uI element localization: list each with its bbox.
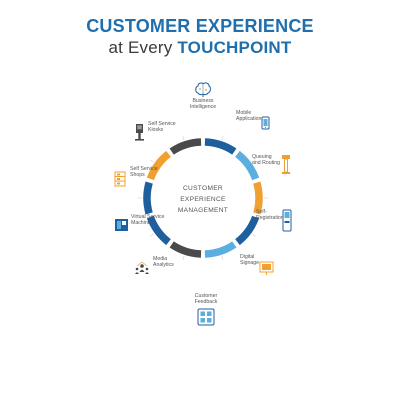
label-queuing-and-routing-2: and Routing bbox=[252, 160, 280, 166]
label-virtual-service-machines-2: Machines bbox=[131, 220, 154, 226]
digital-signage-icon bbox=[259, 261, 274, 275]
segment-customer-feedback bbox=[169, 241, 202, 258]
label-self-service-shops-1: Self Service bbox=[130, 166, 158, 172]
label-self-service-kiosks-2: Kiosks bbox=[148, 127, 164, 133]
title-line-1: CUSTOMER EXPERIENCE bbox=[86, 16, 314, 36]
label-mobile-application-2: Application bbox=[236, 116, 261, 122]
touchpoint-mobile-application: Mobile Application bbox=[236, 110, 270, 130]
label-virtual-service-machines-1: Virtual Service bbox=[131, 214, 164, 220]
segment-mobile-application bbox=[235, 150, 260, 181]
brain-icon bbox=[195, 82, 211, 97]
connector-tick bbox=[252, 159, 256, 163]
touchpoint-ring bbox=[138, 136, 268, 260]
label-customer-feedback-2: Feedback bbox=[195, 299, 218, 305]
connector-tick bbox=[182, 255, 185, 260]
label-self-service-shops-2: Shops bbox=[130, 172, 145, 178]
touchpoint-customer-feedback: Customer Feedback bbox=[195, 293, 218, 326]
center-label-line-3: MANAGEMENT bbox=[178, 207, 228, 214]
label-self-service-kiosks-1: Self Service bbox=[148, 121, 176, 127]
touchpoint-media-analytics: Media Analytics bbox=[135, 256, 174, 274]
touchpoint-queuing-and-routing: Queuing and Routing bbox=[252, 154, 290, 174]
registration-kiosk-icon bbox=[282, 209, 292, 232]
service-shop-icon bbox=[114, 171, 126, 187]
segment-self-service-shops bbox=[146, 150, 171, 181]
segment-business-intelligence bbox=[204, 138, 237, 155]
segment-virtual-service-machines bbox=[143, 181, 153, 215]
feedback-terminal-icon bbox=[197, 308, 215, 326]
title-line-2: at Every TOUCHPOINT bbox=[0, 38, 400, 58]
connector-tick bbox=[150, 233, 154, 237]
connector-tick bbox=[221, 136, 224, 141]
label-customer-feedback-1: Customer bbox=[195, 293, 218, 299]
segment-self-registration bbox=[235, 215, 260, 246]
label-mobile-application-1: Mobile bbox=[236, 110, 251, 116]
segment-self-service-kiosks bbox=[169, 138, 202, 155]
connector-tick bbox=[182, 136, 185, 141]
center-label-line-2: EXPERIENCE bbox=[180, 196, 226, 203]
label-digital-signage-2: Signage bbox=[240, 260, 259, 266]
connector-tick bbox=[150, 159, 154, 163]
touchpoint-self-registration: Self- Registration bbox=[256, 209, 292, 232]
people-analytics-icon bbox=[135, 261, 149, 274]
touchpoint-digital-signage: Digital Signage bbox=[240, 254, 274, 275]
title-line-2-prefix: at Every bbox=[108, 38, 173, 57]
connector-tick bbox=[252, 233, 256, 237]
label-self-registration-2: Registration bbox=[256, 215, 284, 221]
connector-tick bbox=[221, 255, 224, 260]
touchpoint-self-service-kiosks: Self Service Kiosks bbox=[135, 121, 176, 141]
label-self-registration-1: Self- bbox=[256, 209, 267, 215]
title-line-2-accent: TOUCHPOINT bbox=[177, 38, 292, 57]
label-queuing-and-routing-1: Queuing bbox=[252, 154, 272, 160]
kiosk-icon bbox=[135, 124, 144, 141]
segment-digital-signage bbox=[204, 241, 237, 258]
label-digital-signage-1: Digital bbox=[240, 254, 254, 260]
label-media-analytics-1: Media bbox=[153, 256, 167, 262]
label-business-intelligence-2: Intelligence bbox=[190, 104, 216, 110]
queue-stand-icon bbox=[282, 155, 290, 174]
touchpoint-virtual-service-machines: Virtual Service Machines bbox=[115, 214, 164, 231]
segment-media-analytics bbox=[146, 215, 171, 246]
segment-queuing-and-routing bbox=[253, 181, 263, 215]
virtual-machine-icon bbox=[115, 219, 128, 231]
mobile-phone-icon bbox=[261, 116, 270, 130]
label-business-intelligence-1: Business bbox=[192, 98, 213, 104]
label-media-analytics-2: Analytics bbox=[153, 262, 174, 268]
center-label-line-1: CUSTOMER bbox=[183, 185, 223, 192]
touchpoint-business-intelligence: Business Intelligence bbox=[190, 82, 216, 110]
touchpoint-self-service-shops: Self Service Shops bbox=[114, 166, 158, 187]
